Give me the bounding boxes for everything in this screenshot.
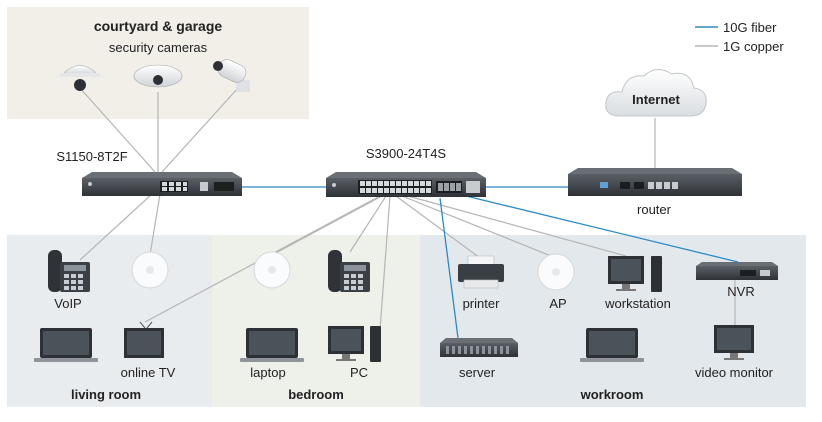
video-monitor-icon: [714, 325, 754, 360]
bedroom-zone: [212, 235, 420, 407]
pc-icon: [328, 326, 381, 362]
courtyard-subtitle: security cameras: [109, 40, 208, 55]
access-point-icon: [253, 251, 291, 289]
ap-label: AP: [549, 296, 566, 311]
internet-cloud-icon: [605, 69, 707, 117]
router-icon: [568, 168, 742, 196]
voip-label: VoIP: [54, 296, 81, 311]
dome-camera-icon: [60, 65, 100, 91]
copper-links: [79, 87, 736, 331]
online-tv-label: online TV: [121, 365, 176, 380]
bedroom-label: bedroom: [288, 387, 344, 402]
living-room-label: living room: [71, 387, 141, 402]
living-room-zone: [7, 235, 212, 407]
laptop-icon: [580, 328, 644, 362]
legend-fiber-label: 10G fiber: [723, 20, 777, 35]
desk-phone-icon: [328, 250, 370, 292]
switch-main-label: S3900-24T4S: [366, 146, 447, 161]
video-monitor-label: video monitor: [695, 365, 774, 380]
internet-label: Internet: [632, 92, 680, 107]
laptop-icon: [34, 328, 98, 362]
legend: 10G fiber 1G copper: [695, 20, 784, 54]
workstation-icon: [608, 256, 662, 292]
router-label: router: [637, 202, 672, 217]
workstation-label: workstation: [604, 296, 671, 311]
laptop-icon: [240, 328, 304, 362]
switch-main-icon: [326, 172, 486, 197]
laptop-label: laptop: [250, 365, 285, 380]
switch-small-label: S1150-8T2F: [56, 149, 127, 164]
access-point-icon: [537, 253, 575, 291]
courtyard-title: courtyard & garage: [94, 18, 223, 34]
pc-label: PC: [350, 365, 368, 380]
workroom-label: workroom: [580, 387, 644, 402]
nvr-icon: [696, 262, 778, 280]
server-icon: [440, 338, 518, 357]
voip-phone-icon: [48, 250, 90, 292]
printer-icon: [458, 255, 504, 289]
nvr-label: NVR: [727, 284, 754, 299]
fiber-links: [242, 186, 739, 339]
printer-label: printer: [463, 296, 501, 311]
online-tv-icon: [124, 321, 164, 358]
server-label: server: [459, 365, 496, 380]
access-point-icon: [131, 251, 169, 289]
fisheye-camera-icon: [133, 64, 183, 88]
bullet-camera-icon: [213, 59, 250, 92]
switch-small-icon: [82, 172, 242, 196]
legend-copper-label: 1G copper: [723, 39, 784, 54]
